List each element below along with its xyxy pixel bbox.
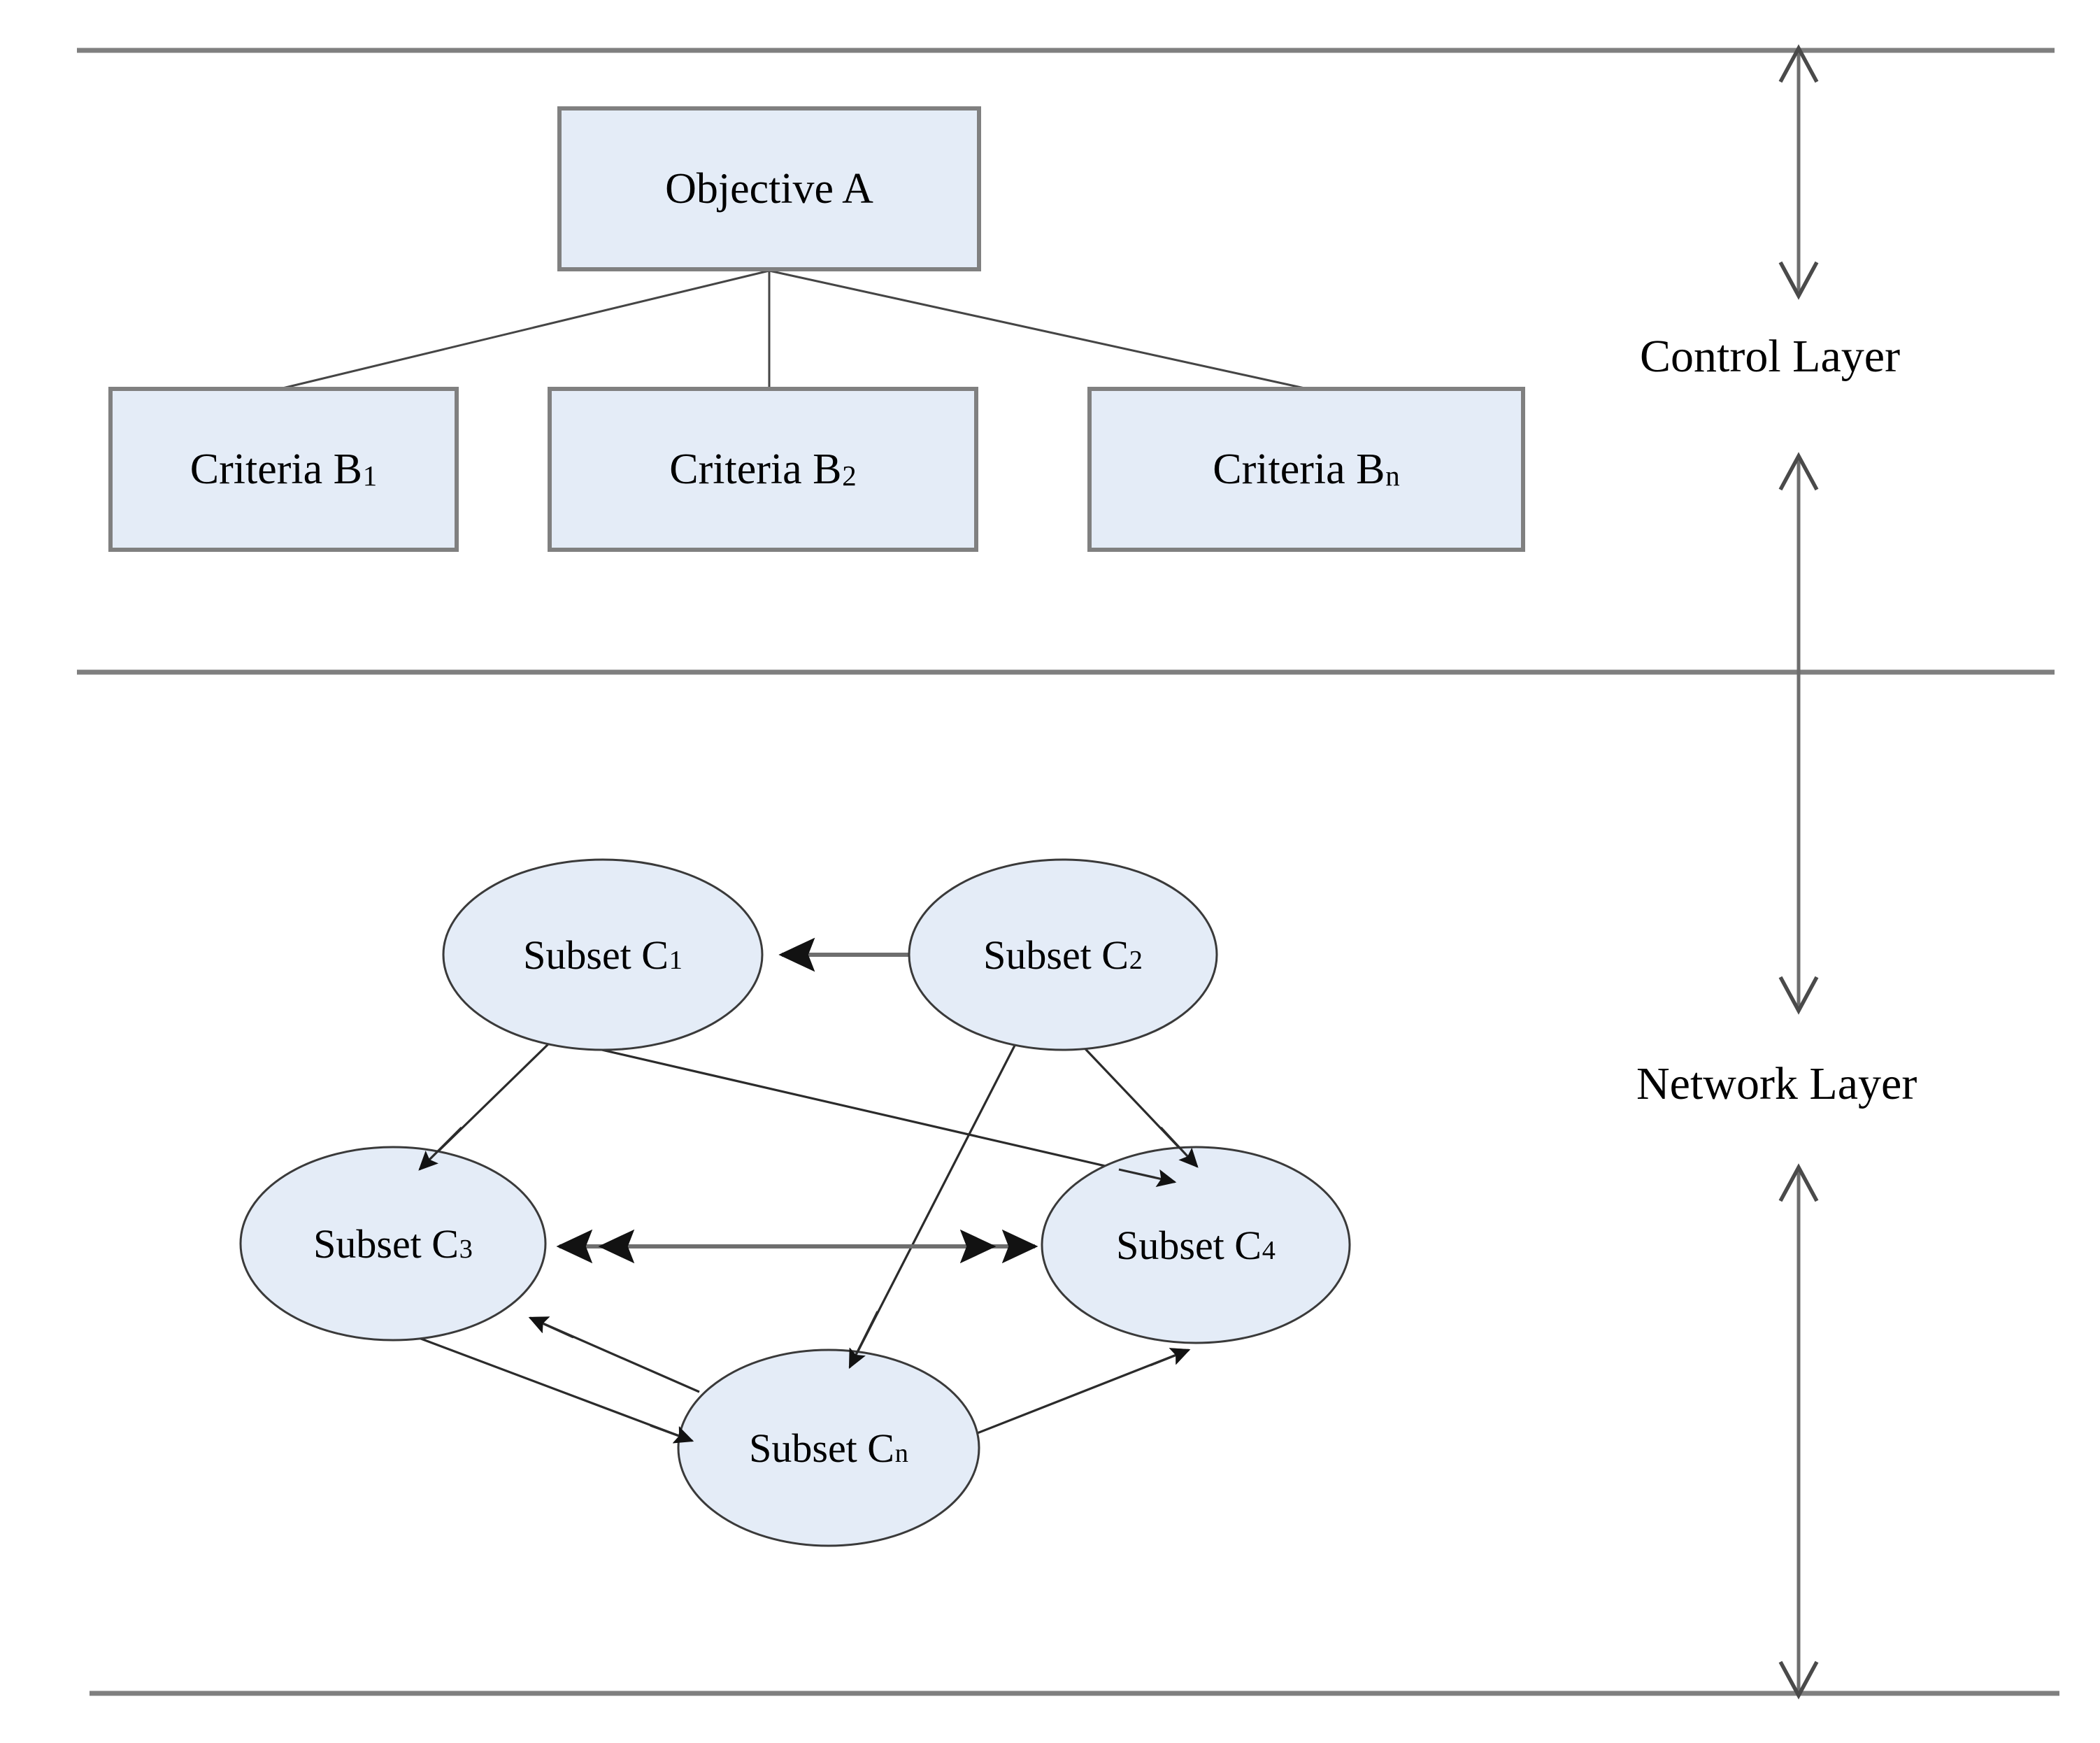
edge-c2-to-cn-tip [848, 1311, 879, 1370]
control-layer-connectors [279, 269, 1308, 390]
edge-c1-to-c3-tip [418, 1126, 463, 1171]
edge-objective-to-criteria-bn [769, 269, 1308, 390]
criteria-b1-box [108, 387, 459, 552]
edge-c3-to-cn-tip [650, 1424, 694, 1444]
edge-c1-to-c4 [559, 1039, 1177, 1187]
subset-c2-ellipse [908, 858, 1218, 1051]
subset-c3-ellipse [239, 1146, 547, 1342]
edge-c1-to-c4-tip [1118, 1168, 1177, 1188]
edge-objective-to-criteria-b1 [279, 269, 770, 390]
subset-c1-ellipse [442, 858, 764, 1051]
subset-cn-ellipse [677, 1349, 980, 1547]
subset-c4-ellipse [1041, 1146, 1351, 1344]
edge-c2-to-c4-tip [1159, 1126, 1199, 1168]
edge-cn-to-c4-tip [1150, 1348, 1191, 1367]
edge-cn-to-c3-tip [528, 1316, 574, 1339]
edge-c3-to-cn [403, 1331, 694, 1444]
criteria-bn-box [1087, 387, 1525, 552]
criteria-b2-box [548, 387, 978, 552]
network-layer-label: Network Layer [1636, 1058, 1917, 1109]
control-layer-label: Control Layer [1640, 331, 1901, 382]
objective-a-box [557, 106, 981, 271]
network-layer-edge-tips [418, 937, 1199, 1444]
